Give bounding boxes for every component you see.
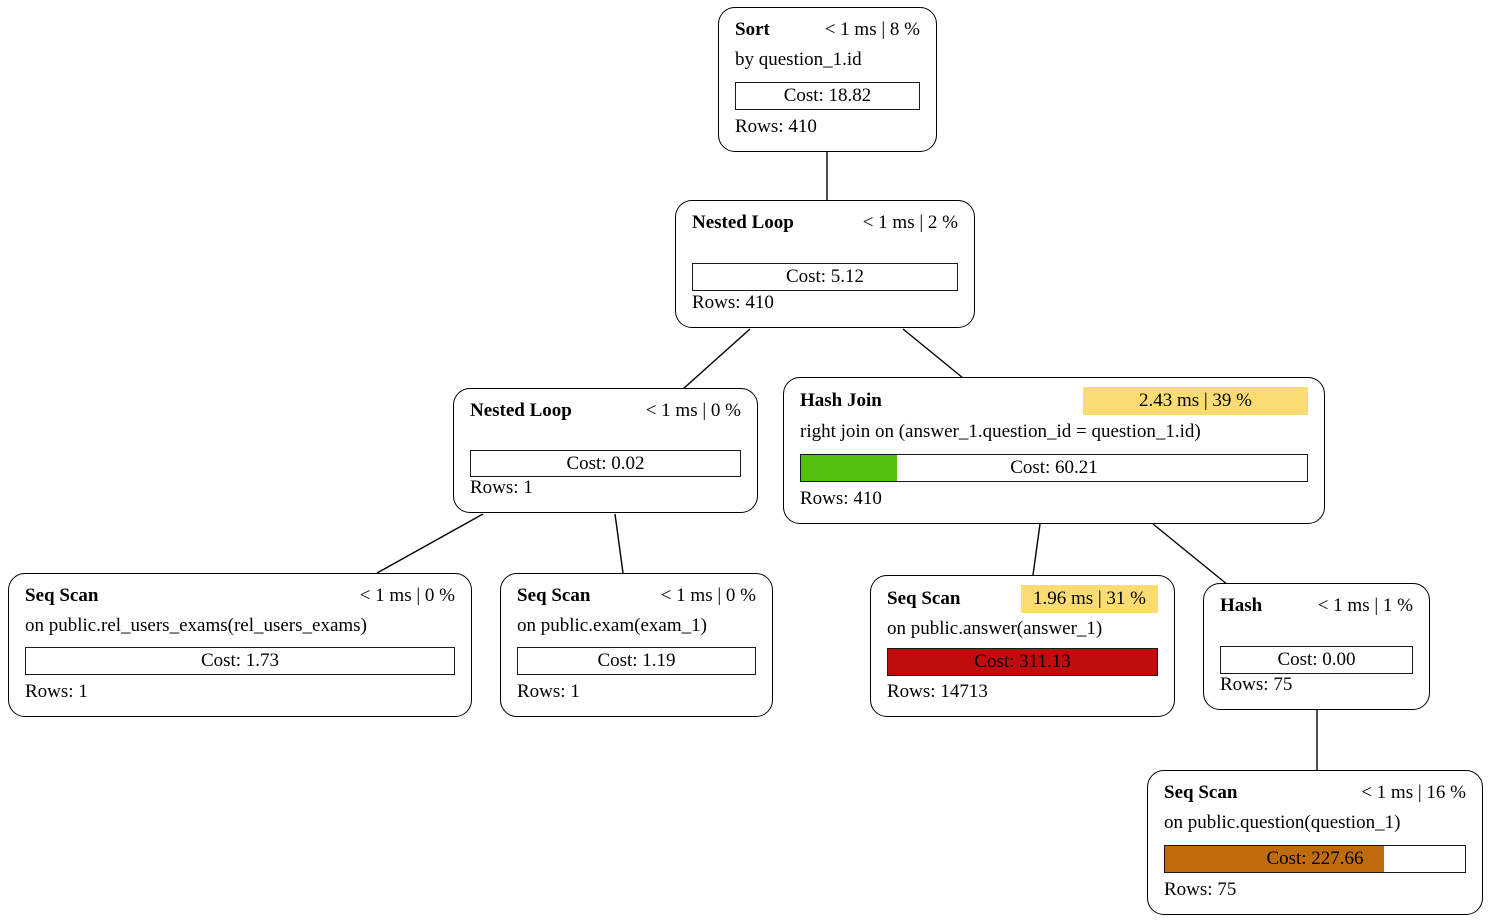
cost-label: Cost: 311.13 — [974, 651, 1071, 673]
rows-label: Rows: 75 — [1164, 878, 1237, 900]
node-subtitle: by question_1.id — [735, 49, 862, 71]
rows-label: Rows: 1 — [25, 681, 88, 702]
node-type-label: Hash Join — [800, 390, 882, 411]
edge-line — [1152, 523, 1229, 586]
rows-label: Rows: 14713 — [887, 680, 988, 702]
edge-line — [376, 513, 484, 574]
node-timing-label: < 1 ms | 2 % — [862, 212, 958, 233]
rows-label: Rows: 410 — [735, 115, 817, 137]
rows-label: Rows: 1 — [517, 681, 580, 702]
plan-node-seq-scan-answer: Seq Scan 1.96 ms | 31 % on public.answer… — [870, 575, 1175, 717]
rows-label: Rows: 75 — [1220, 673, 1293, 695]
node-subtitle: on public.question(question_1) — [1164, 812, 1401, 834]
plan-node-sort: Sort < 1 ms | 8 % by question_1.id Cost:… — [718, 7, 937, 152]
cost-bar: Cost: 0.02 — [470, 450, 741, 477]
cost-bar-fill — [1165, 845, 1384, 872]
cost-label: Cost: 0.00 — [1277, 648, 1356, 670]
rows-label: Rows: 410 — [800, 487, 882, 509]
node-timing-label: < 1 ms | 8 % — [824, 19, 920, 40]
edge-line — [682, 328, 751, 390]
node-timing-label: 2.43 ms | 39 % — [1082, 387, 1308, 415]
plan-node-nested-loop-outer: Nested Loop < 1 ms | 2 % Cost: 5.12 Rows… — [675, 200, 975, 328]
node-type-label: Nested Loop — [470, 400, 572, 421]
edge-line — [614, 513, 624, 574]
cost-label: Cost: 1.73 — [200, 650, 280, 671]
cost-bar: Cost: 227.66 — [1164, 844, 1466, 873]
node-type-label: Seq Scan — [25, 585, 99, 606]
cost-label: Cost: 60.21 — [1010, 456, 1098, 478]
node-subtitle: on public.answer(answer_1) — [887, 617, 1103, 639]
cost-bar: Cost: 5.12 — [692, 263, 958, 292]
rows-label: Rows: 1 — [470, 477, 533, 498]
node-timing-label: < 1 ms | 0 % — [359, 585, 455, 606]
rows-label: Rows: 410 — [692, 291, 774, 313]
node-timing-label: < 1 ms | 16 % — [1361, 782, 1466, 803]
cost-bar: Cost: 1.73 — [25, 647, 455, 675]
node-timing-label: < 1 ms | 0 % — [645, 400, 741, 421]
cost-bar-fill — [888, 649, 1157, 676]
plan-node-hash-join: Hash Join 2.43 ms | 39 % right join on (… — [783, 377, 1325, 524]
node-subtitle — [1220, 619, 1413, 645]
cost-label: Cost: 1.19 — [597, 650, 676, 671]
cost-bar: Cost: 18.82 — [735, 81, 920, 110]
cost-bar: Cost: 1.19 — [517, 647, 756, 675]
node-type-label: Seq Scan — [1164, 782, 1238, 803]
node-type-label: Hash — [1220, 595, 1263, 616]
cost-bar: Cost: 60.21 — [800, 453, 1308, 482]
node-subtitle: on public.rel_users_exams(rel_users_exam… — [25, 615, 367, 636]
node-subtitle — [692, 237, 958, 263]
plan-node-seq-scan-rel-users-exams: Seq Scan < 1 ms | 0 % on public.rel_user… — [8, 573, 472, 717]
cost-label: Cost: 0.02 — [566, 453, 645, 474]
cost-bar-fill — [801, 454, 898, 481]
node-timing-label: < 1 ms | 1 % — [1317, 595, 1413, 616]
plan-node-nested-loop-inner: Nested Loop < 1 ms | 0 % Cost: 0.02 Rows… — [453, 388, 758, 513]
cost-label: Cost: 5.12 — [785, 266, 865, 288]
cost-label: Cost: 227.66 — [1266, 847, 1364, 869]
cost-bar: Cost: 311.13 — [887, 648, 1158, 677]
cost-label: Cost: 18.82 — [783, 84, 872, 106]
node-timing-label: 1.96 ms | 31 % — [1020, 585, 1158, 613]
cost-bar: Cost: 0.00 — [1220, 645, 1413, 674]
node-type-label: Sort — [735, 19, 770, 40]
node-timing-label: < 1 ms | 0 % — [660, 585, 756, 606]
node-subtitle: right join on (answer_1.question_id = qu… — [800, 421, 1201, 443]
node-type-label: Nested Loop — [692, 212, 794, 233]
edge-line — [1032, 523, 1041, 576]
plan-node-seq-scan-question: Seq Scan < 1 ms | 16 % on public.questio… — [1147, 770, 1483, 915]
node-type-label: Seq Scan — [517, 585, 591, 606]
node-subtitle — [470, 424, 741, 450]
node-subtitle: on public.exam(exam_1) — [517, 615, 707, 636]
node-type-label: Seq Scan — [887, 588, 961, 609]
plan-node-hash: Hash < 1 ms | 1 % Cost: 0.00 Rows: 75 — [1203, 583, 1430, 710]
edge-line — [902, 328, 964, 379]
plan-node-seq-scan-exam: Seq Scan < 1 ms | 0 % on public.exam(exa… — [500, 573, 773, 717]
